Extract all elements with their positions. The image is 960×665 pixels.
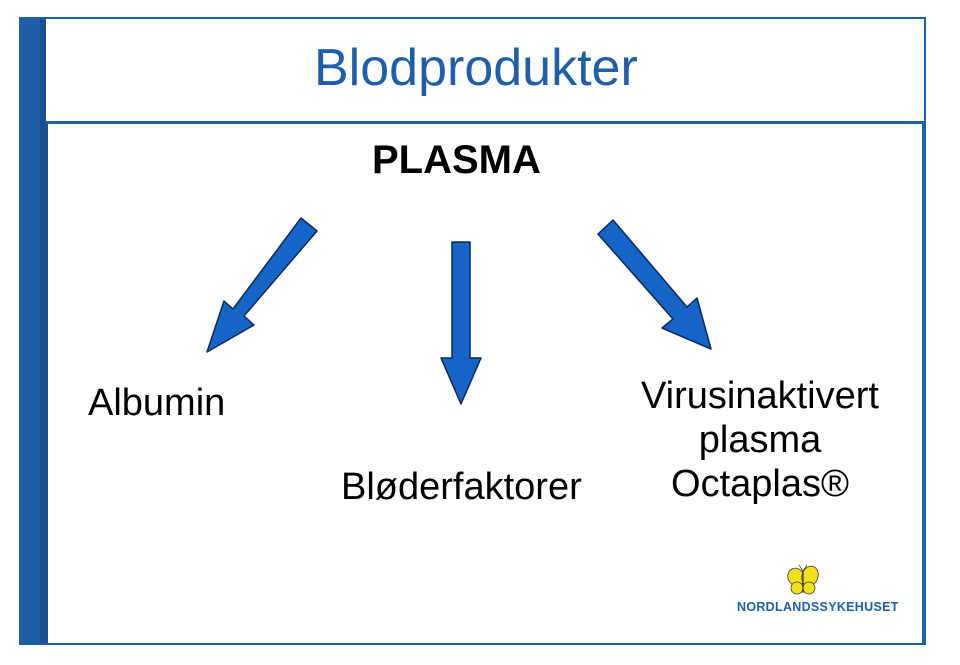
right-frame-edge: [922, 19, 925, 643]
title-box: [46, 19, 924, 124]
label-albumin: Albumin: [88, 382, 226, 424]
label-virus-line-2: plasma: [698, 419, 822, 461]
label-virus-line-3: Octaplas®: [671, 463, 849, 505]
logo: [787, 564, 819, 595]
logo-text: NORDLANDSSYKEHUSET: [737, 600, 899, 614]
arrow-right-icon: [597, 219, 712, 350]
arrow-down-icon: [440, 241, 482, 405]
arrow-left-icon: [206, 217, 318, 353]
plasma-heading: PLASMA: [372, 138, 541, 182]
slide-title: Blodprodukter: [314, 39, 638, 97]
label-bloderfaktorer: Bløderfaktorer: [341, 466, 582, 508]
label-virusinaktivert-plasma: Virusinaktivert plasma Octaplas®: [632, 374, 888, 506]
slide-frame: [19, 17, 926, 645]
label-virus-line-1: Virusinaktivert: [641, 375, 879, 417]
left-accent-band-shade: [40, 19, 48, 643]
butterfly-icon: [787, 564, 819, 595]
